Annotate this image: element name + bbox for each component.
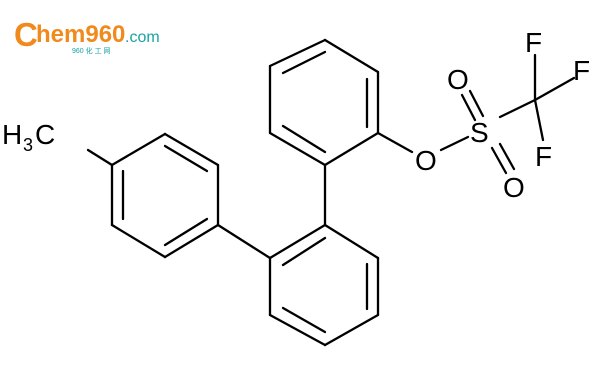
cf-bond-right [533, 76, 576, 102]
lower-phenyl-ring [268, 223, 380, 347]
logo-word: hem960 [36, 21, 125, 48]
sulfonyl-double-bond-top-b [460, 93, 477, 122]
logo-domain: .com [125, 29, 160, 46]
sulfur-carbon-bond [498, 98, 537, 119]
aryl-oxygen-bond [376, 131, 414, 154]
methyl-c-label: C [35, 119, 55, 150]
sulfonyl-double-bond-top-a [468, 89, 485, 118]
sulfur-label: S [470, 117, 489, 148]
sulfonyl-double-bond-bottom-b [498, 142, 516, 171]
methyl-bond [86, 148, 114, 167]
ester-oxygen-label: O [415, 145, 437, 176]
sulfonyl-oxygen-bottom-label: O [503, 172, 525, 203]
methyl-h-label: H [2, 119, 22, 150]
logo-subtitle: 960 化 工 网 [72, 46, 111, 55]
fluorine-right-label: F [573, 55, 590, 86]
sulfonyl-oxygen-top-label: O [447, 64, 469, 95]
tolyl-ring [110, 132, 220, 259]
logo-letter: C [14, 16, 38, 53]
sulfonyl-double-bond-bottom-a [490, 146, 508, 175]
atom-labels: H 3 C O S O O F F F [2, 27, 590, 203]
upper-phenyl-ring [268, 38, 380, 167]
fluorine-bottom-label: F [535, 141, 552, 172]
tolyl-link-bond [216, 223, 272, 260]
fluorine-top-label: F [525, 27, 542, 58]
methyl-subscript-label: 3 [23, 135, 33, 155]
oxygen-sulfur-bond [439, 135, 470, 152]
chem960-logo: C hem960 .com 960 化 工 网 [14, 16, 160, 55]
cf-bond-bottom [533, 98, 545, 142]
bonds [86, 38, 576, 347]
